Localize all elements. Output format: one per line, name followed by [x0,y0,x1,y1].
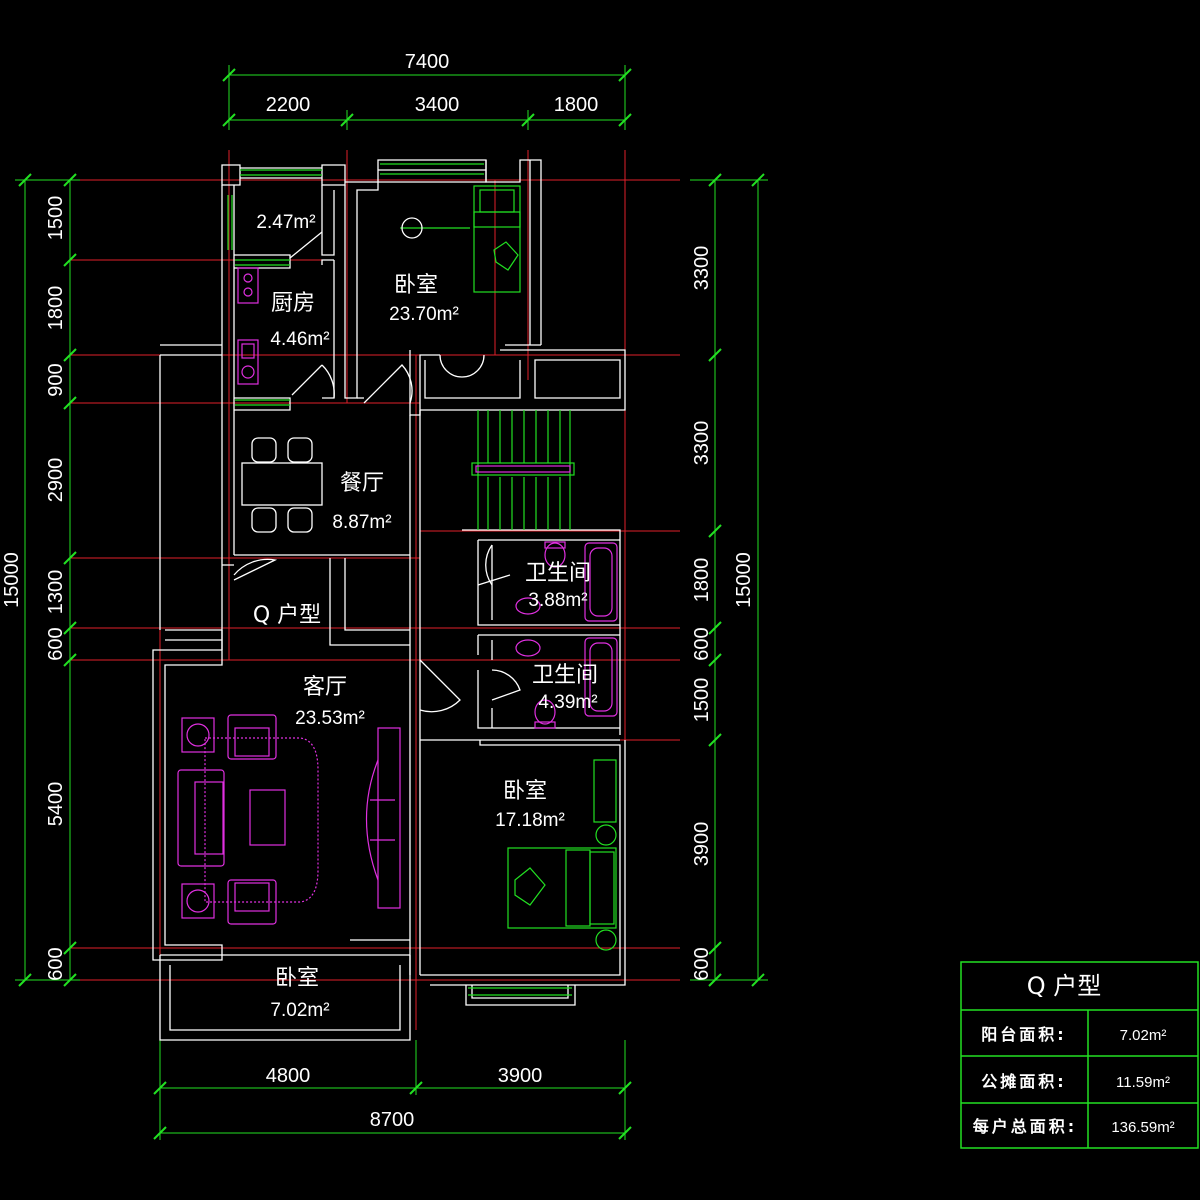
dim-bottom-2: 3900 [498,1065,543,1087]
table-row-balcony-value: 7.02m² [1120,1027,1167,1044]
dim-top-2: 3400 [415,94,460,116]
dim-left-8: 600 [45,947,67,980]
bath1-area: 3.88m² [528,590,587,611]
dim-left-3: 900 [45,363,67,396]
dim-left-1: 1500 [45,196,67,241]
table-row-shared-value: 11.59m² [1116,1074,1170,1091]
dim-left-5: 1300 [45,570,67,615]
dim-right-6: 3900 [691,822,713,867]
area-table: Q 户型 阳台面积: 7.02m² 公摊面积: 11.59m² 每户总面积: 1… [960,961,1199,1149]
dim-left-2: 1800 [45,286,67,331]
windows [227,163,617,996]
walls [152,159,626,1041]
doors [233,231,521,713]
dimension-lines [15,65,768,1140]
dim-top-total: 7400 [405,51,450,73]
dim-bottom-total: 8700 [370,1109,415,1131]
dim-right-total: 15000 [733,552,755,608]
dimension-labels: 7400 2200 3400 1800 4800 3900 8700 15000… [1,51,755,1131]
bath2-name: 卫生间 [532,663,598,688]
dim-left-6: 600 [45,627,67,660]
table-row-total-value: 136.59m² [1111,1119,1174,1136]
bedroom-right-area: 17.18m² [495,810,565,831]
dim-right-5: 1500 [691,678,713,723]
table-row-total-label: 每户总面积: [973,1117,1077,1136]
bath2-area: 4.39m² [538,692,597,713]
bedroom-top-name: 卧室 [394,273,438,298]
stair [471,410,575,530]
furniture [177,267,618,925]
dim-right-3: 1800 [691,558,713,603]
dim-bottom-1: 4800 [266,1065,311,1087]
bedroom-bottom-name: 卧室 [275,966,319,991]
table-row-balcony-label: 阳台面积: [981,1025,1066,1044]
dim-right-2: 3300 [691,421,713,466]
kitchen-area: 4.46m² [270,329,329,350]
bedroom-bottom-area: 7.02m² [270,1000,329,1021]
axis-grid [70,150,680,1030]
table-row-shared-label: 公摊面积: [981,1072,1066,1091]
dining-name: 餐厅 [340,471,384,496]
living-area: 23.53m² [295,708,365,729]
living-name: 客厅 [303,675,347,700]
bedroom-right-name: 卧室 [503,779,547,804]
bath1-name: 卫生间 [525,561,591,586]
table-title: Q 户型 [1027,972,1102,1000]
bedroom-top-area: 23.70m² [389,304,459,325]
kitchen-name: 厨房 [271,291,315,316]
dim-right-4: 600 [691,627,713,660]
dim-top-3: 1800 [554,94,599,116]
dining-area: 8.87m² [332,512,391,533]
unit-type-label: Q 户型 [253,603,321,628]
dim-left-4: 2900 [45,458,67,503]
dim-right-7: 600 [691,947,713,980]
dim-top-1: 2200 [266,94,311,116]
dim-right-1: 3300 [691,246,713,291]
dim-left-total: 15000 [1,552,23,608]
balcony-top-area: 2.47m² [256,212,315,233]
room-labels: 2.47m² 厨房 4.46m² 卧室 23.70m² 餐厅 8.87m² 卫生… [253,212,598,1021]
dim-left-7: 5400 [45,782,67,827]
